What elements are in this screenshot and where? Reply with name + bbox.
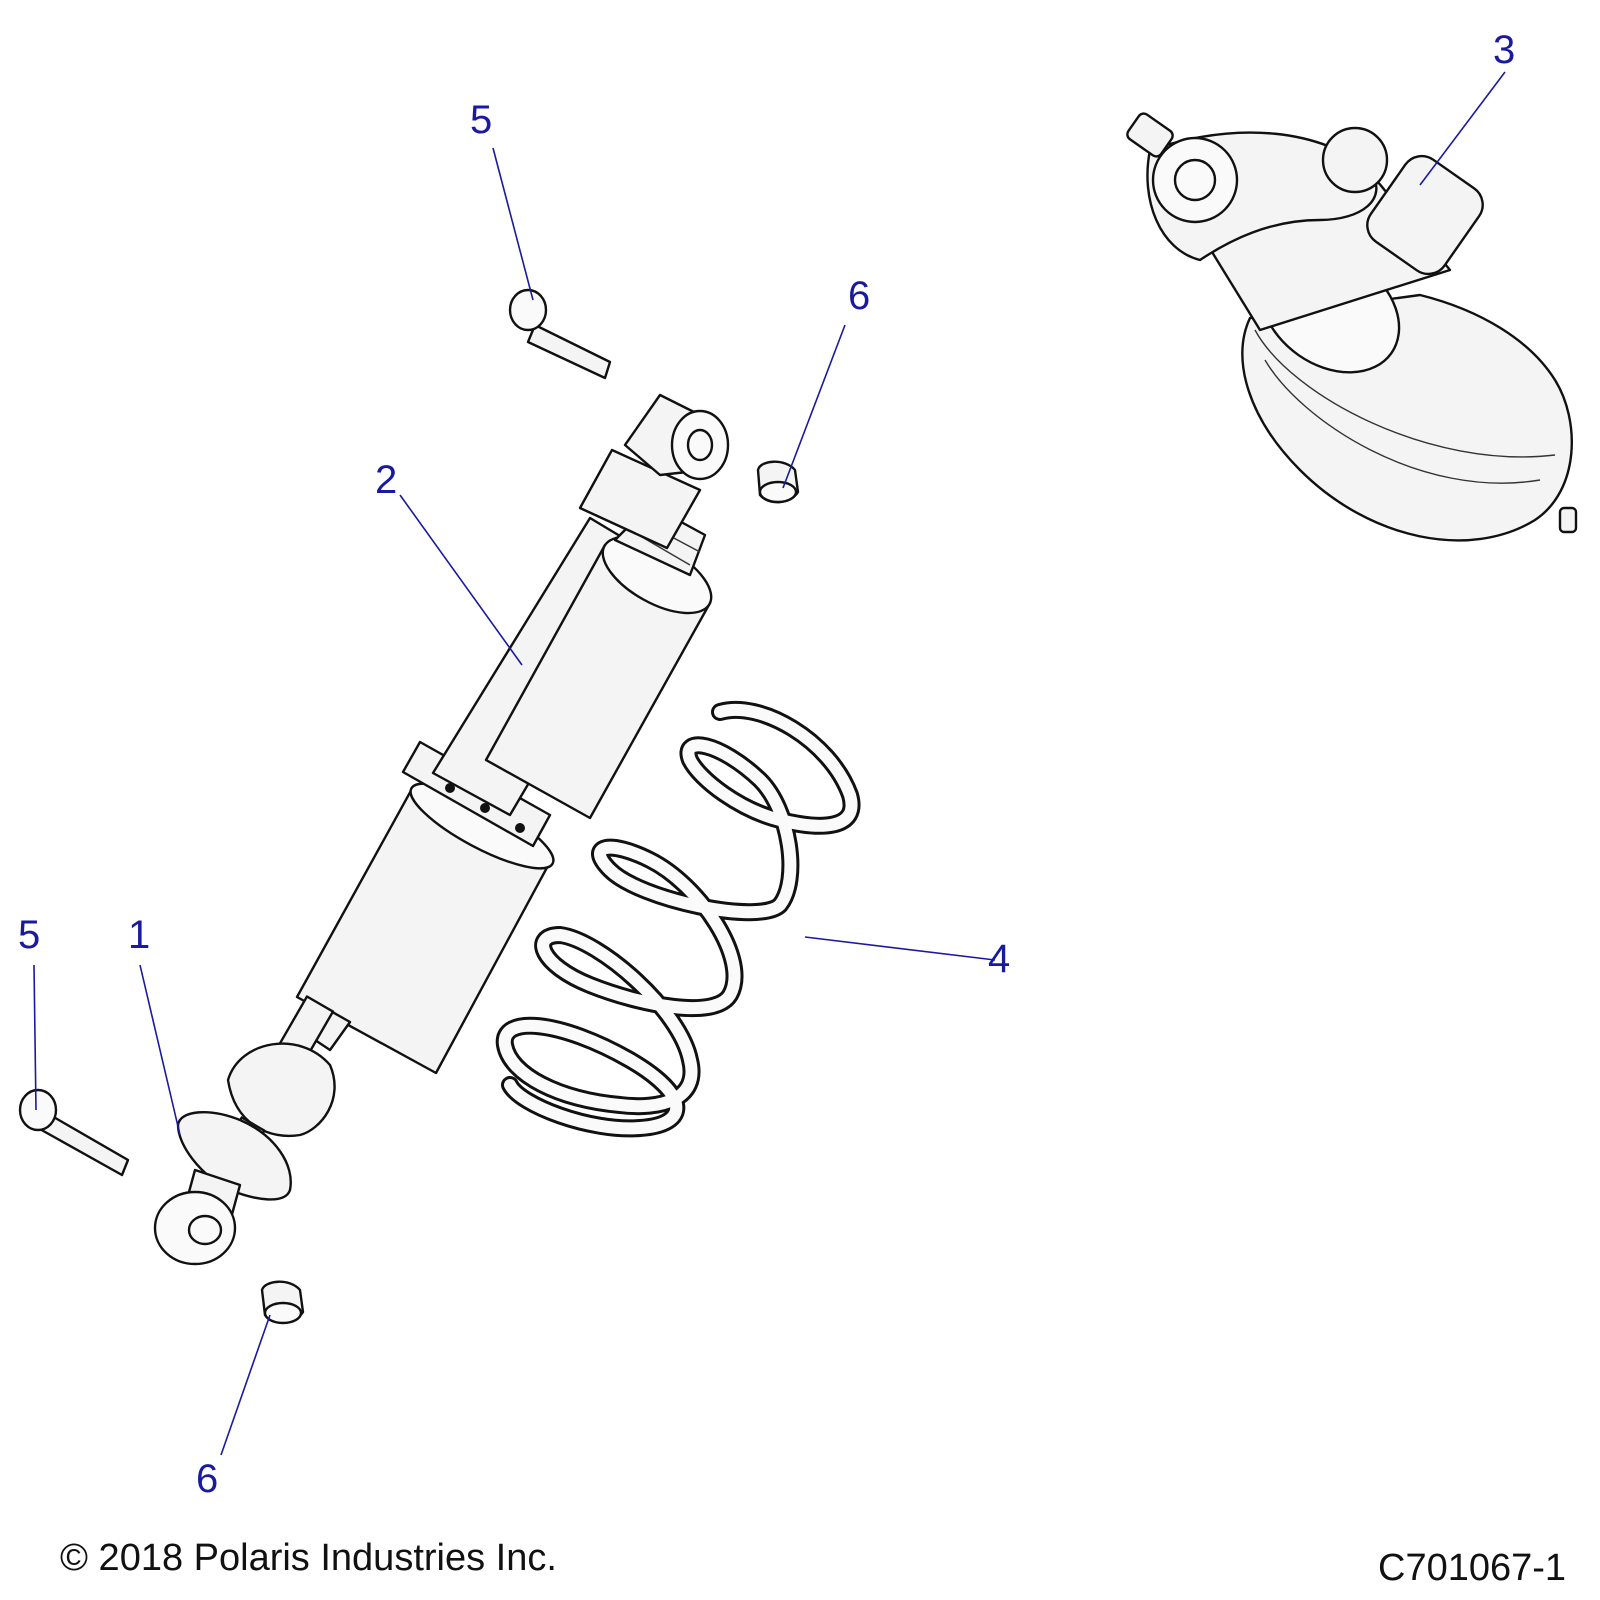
- part-6-nut-bottom: [260, 1280, 305, 1325]
- callout-4: 4: [988, 937, 1010, 981]
- part-3-shock-assembly: [1126, 112, 1578, 542]
- callout-1: 1: [128, 913, 150, 957]
- part-6-nut-top: [756, 460, 800, 504]
- part-1-spring-retainer: [153, 1111, 292, 1266]
- leader-lines: [33, 71, 1506, 1456]
- callout-5-left: 5: [18, 913, 40, 957]
- part-2-shock-body: [210, 393, 730, 1184]
- callout-2: 2: [375, 458, 397, 502]
- copyright-notice: © 2018 Polaris Industries Inc.: [60, 1537, 557, 1579]
- part-5-bolt-left: [18, 1088, 130, 1177]
- figure-id: C701067-1: [1378, 1547, 1567, 1589]
- callout-6-bottom: 6: [196, 1457, 218, 1501]
- part-4-coil-spring: [495, 700, 861, 1138]
- callout-6-top: 6: [848, 274, 870, 318]
- part-5-bolt-top: [508, 288, 612, 380]
- callout-5-top: 5: [470, 98, 492, 142]
- callout-3: 3: [1493, 28, 1515, 72]
